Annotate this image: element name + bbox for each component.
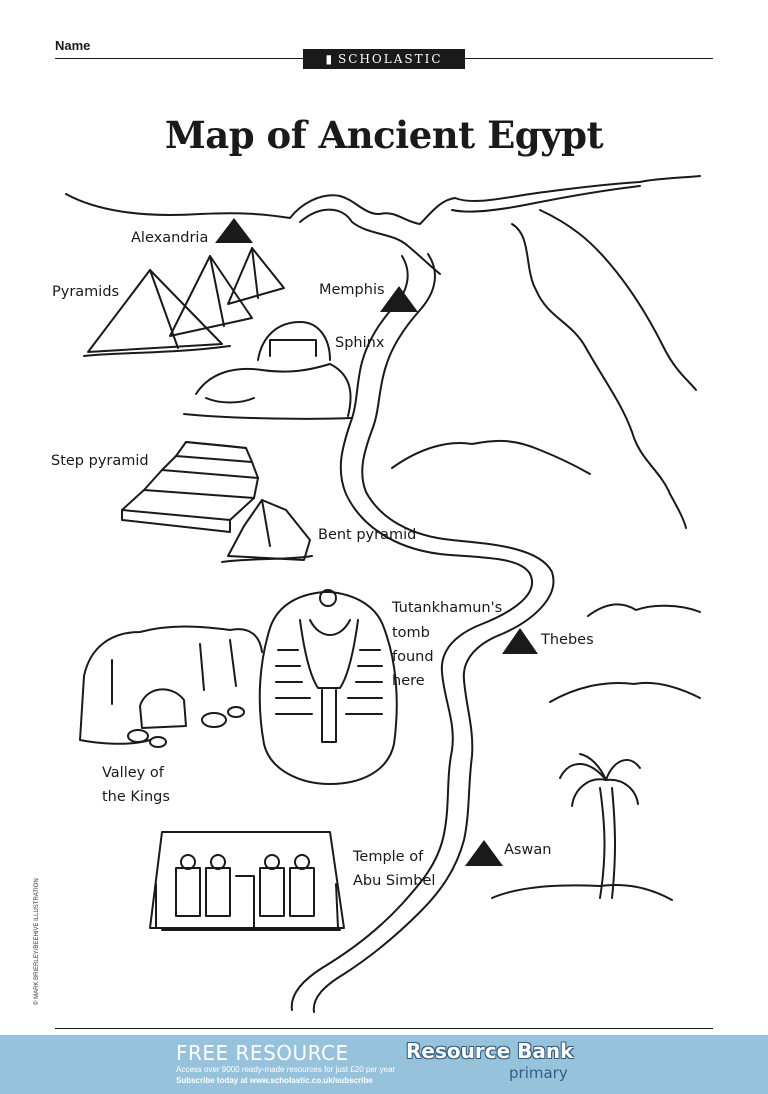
label-pyramids: Pyramids (52, 284, 120, 300)
label-alexandria: Alexandria (131, 230, 209, 246)
label-temple-line1: Temple of (353, 849, 424, 865)
nile-river-right (312, 253, 555, 1013)
sphinx (183, 321, 353, 420)
nile-river-left (290, 255, 533, 1011)
memphis-marker-icon (380, 286, 418, 312)
label-tutankhamun-line3: found (392, 649, 434, 665)
footer-rule (55, 1028, 713, 1029)
coastline (65, 175, 701, 225)
hill (549, 681, 701, 703)
label-sphinx: Sphinx (335, 335, 385, 351)
label-memphis: Memphis (319, 282, 385, 298)
palm-tree (559, 753, 641, 899)
alexandria-marker-icon (215, 218, 253, 243)
city-markers (215, 218, 538, 866)
giza-pyramids (83, 247, 285, 357)
label-step-pyramid: Step pyramid (51, 453, 149, 469)
eastern-coast-2 (539, 209, 697, 391)
open-book-icon: ▮ (325, 52, 335, 66)
label-bent-pyramid: Bent pyramid (318, 527, 417, 543)
page-title: Map of Ancient Egypt (164, 113, 604, 157)
label-tutankhamun-line2: tomb (392, 625, 430, 641)
hill (391, 439, 591, 475)
label-tutankhamun-line1: Tutankhamun's (392, 600, 503, 616)
label-aswan: Aswan (504, 842, 552, 858)
label-tutankhamun-line4: here (392, 673, 425, 689)
hill (587, 603, 701, 617)
resource-bank-logo: Resource Bank (406, 1039, 574, 1063)
seated-statues (175, 854, 315, 917)
illustration-credit: © MARK BRIERLEY/BEEHIVE ILLUSTRATION (34, 878, 40, 1005)
subscribe-link[interactable]: Subscribe today at www.scholastic.co.uk/… (176, 1076, 373, 1085)
abu-simbel-temple (149, 831, 345, 931)
aswan-marker-icon (465, 840, 503, 866)
free-resource-heading: FREE RESOURCE (176, 1041, 349, 1065)
bent-pyramid (221, 499, 313, 563)
resource-bank-primary: primary (509, 1064, 568, 1082)
step-pyramid (121, 441, 259, 533)
label-valley-line1: Valley of (102, 765, 164, 781)
name-label: Name (55, 38, 91, 53)
label-temple-line2: Abu Simbel (353, 873, 436, 889)
thebes-marker-icon (502, 628, 538, 654)
coast-inner-line-2 (451, 185, 641, 213)
label-valley-line2: the Kings (102, 789, 170, 805)
brand-text: SCHOLASTIC (338, 52, 443, 66)
tutankhamun-mask (258, 589, 398, 785)
access-text: Access over 9000 ready-made resources fo… (176, 1065, 396, 1074)
coast-inner-line (299, 208, 441, 275)
footer-band (0, 1035, 768, 1094)
valley-of-the-kings (79, 625, 263, 748)
eastern-coast (511, 223, 687, 529)
hill (491, 884, 673, 901)
label-thebes: Thebes (541, 632, 594, 648)
scholastic-logo: ▮SCHOLASTIC (303, 49, 465, 69)
